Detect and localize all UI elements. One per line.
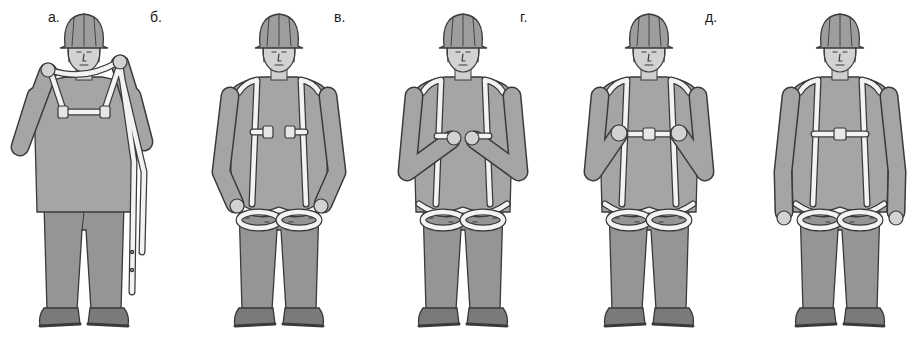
figure-d [593, 14, 705, 326]
panel-letter: в. [334, 10, 345, 24]
figure-c [407, 14, 519, 326]
figure-e [777, 14, 903, 326]
figure-a [20, 14, 144, 326]
figure-b [221, 14, 337, 326]
panel-letter: г. [520, 10, 527, 24]
panel-letter: б. [150, 10, 162, 24]
panel-letter: а. [48, 10, 60, 24]
panel-letter: д. [705, 10, 717, 24]
